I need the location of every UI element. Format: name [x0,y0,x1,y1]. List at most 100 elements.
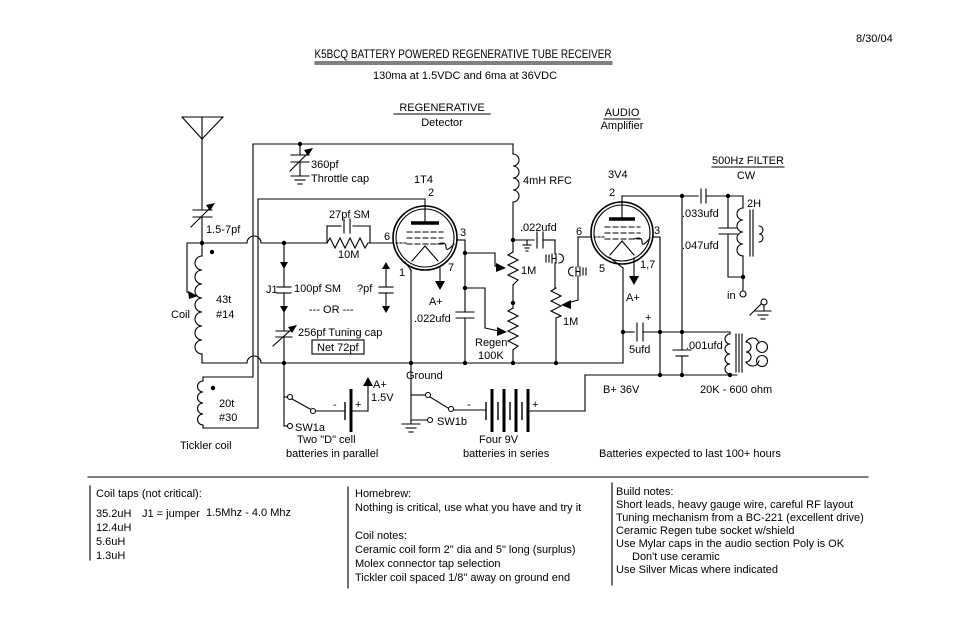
label-cap001: .001ufd [686,340,723,352]
label-coil-turns: 43t [216,294,231,306]
label-10m: 10M [338,249,359,261]
label-bplus-36v: B+ 36V [603,384,640,396]
label-tuning-cap: 256pf Tuning cap [298,327,382,339]
label-pin2: 2 [428,187,434,199]
coil-note-2: Molex connector tap selection [355,558,501,570]
label-1m-left: 1M [521,265,536,277]
antenna-trimmer-cap-icon [190,203,215,244]
coil-taps-title: Coil taps (not critical): [96,488,202,500]
label-bat2-plus: + [532,399,538,411]
build-notes-title: Build notes: [616,486,673,498]
label-tickler-turns: 20t [219,398,234,410]
label-in: in [727,290,736,302]
output-transformer-icon [724,331,752,376]
coil-tap-4: 1.3uH [96,550,125,562]
page-title: K5BCQ BATTERY POWERED REGENERATIVE TUBE … [315,49,612,61]
wires [181,116,772,433]
label-rfc: 4mH RFC [523,175,572,187]
headphones-icon [745,337,769,368]
label-pin1: 1 [399,267,405,279]
throttle-cap-icon [289,143,313,185]
section-audio: AUDIO [605,107,640,119]
label-3v4-pin3: 3 [654,225,660,237]
build-note-2: Tuning mechanism from a BC-221 (excellen… [616,512,864,524]
label-bat2-line2: batteries in series [463,448,550,460]
coil-note-3: Tickler coil spaced 1/8" away on ground … [355,572,570,584]
label-sw1a: SW1a [295,422,326,434]
tuning-branch-icon [272,242,394,364]
label-pin6: 6 [384,231,390,243]
label-aplus-battery: A+ [373,379,387,391]
label-3v4-pin17: 1,7 [640,259,655,271]
tickler-coil-icon [197,376,259,429]
label-throttle-value: 360pf [311,159,339,171]
connector-jack-icon [567,266,587,277]
build-note-4: Use Mylar caps in the audio section Poly… [616,538,845,550]
label-1v5: 1.5V [371,392,394,404]
coil-note-1: Ceramic coil form 2" dia and 5" long (su… [355,544,576,556]
build-note-3: Ceramic Regen tube socket w/shield [616,525,795,537]
coil-tap-1: 35.2uH [96,508,132,520]
coil-tap-2: 12.4uH [96,522,132,534]
label-3v4-pin5: 5 [599,263,605,275]
label-bat2-line1: Four 9V [479,434,519,446]
label-cap033: .033ufd [682,208,719,220]
label-5ufd-plus: + [645,312,651,324]
label-output-transformer: 20K - 600 ohm [700,384,772,396]
battery-9v-icon [485,389,530,432]
label-sw1b: SW1b [437,416,467,428]
antenna-icon [181,116,224,211]
label-tube2: 3V4 [608,169,628,181]
homebrew-line: Nothing is critical, use what you have a… [355,502,581,514]
section-regenerative: REGENERATIVE [399,102,484,114]
date-label: 8/30/04 [856,33,893,45]
section-amplifier: Amplifier [601,120,644,132]
label-bat1-line2: batteries in parallel [286,448,378,460]
grid-leak-icon [326,218,371,250]
label-tube1: 1T4 [414,174,433,186]
ground-symbol-icon [401,423,421,433]
junction-dots [199,141,746,378]
section-cw: CW [737,170,756,182]
key-switch-icon [749,298,772,320]
battery-d-cells-icon [344,377,373,432]
label-1m-right: 1M [563,316,578,328]
text-layer: 8/30/04 K5BCQ BATTERY POWERED REGENERATI… [96,33,893,584]
label-cap022-coupling: .022ufd [520,222,557,234]
switch-sw1a-icon [283,362,345,430]
main-coil-icon [194,242,215,364]
homebrew-title: Homebrew: [355,488,411,500]
label-3v4-pin6: 6 [576,226,582,238]
label-pin7: 7 [448,262,454,274]
label-battery-note: Batteries expected to last 100+ hours [599,448,781,460]
section-filter: 500Hz FILTER [712,155,784,167]
section-detector: Detector [421,117,463,129]
label-bat1-minus: - [333,399,337,411]
switch-sw1b-icon [410,391,486,424]
label-aplus-3v4: A+ [626,292,640,304]
label-aplus-1t4: A+ [429,296,443,308]
label-3v4-pin2: 2 [609,187,615,199]
label-pin3: 3 [460,227,466,239]
label-ground: Ground [406,370,443,382]
coil-tap-3: 5.6uH [96,536,125,548]
label-or: --- OR --- [309,304,354,316]
label-cap27: 27pf SM [329,209,370,221]
notes-rules [87,476,869,589]
label-2h: 2H [747,198,761,210]
label-capq: ?pf [357,283,373,295]
label-antenna-cap: 1.5-7pf [206,224,241,236]
label-cap100: 100pf SM [294,283,341,295]
in-terminal-icon [739,290,747,298]
shield-ground-icon [522,239,532,252]
coil-notes-title: Coil notes: [355,530,407,542]
net-72pf-box [311,339,365,355]
label-5ufd: 5ufd [629,344,650,356]
label-regen: Regen [475,337,507,349]
label-throttle-name: Throttle cap [311,173,369,185]
build-note-1: Short leads, heavy gauge wire, careful R… [616,499,853,511]
label-net72: Net 72pf [317,342,360,354]
coil-taps-jumper: J1 = jumper [142,508,200,520]
